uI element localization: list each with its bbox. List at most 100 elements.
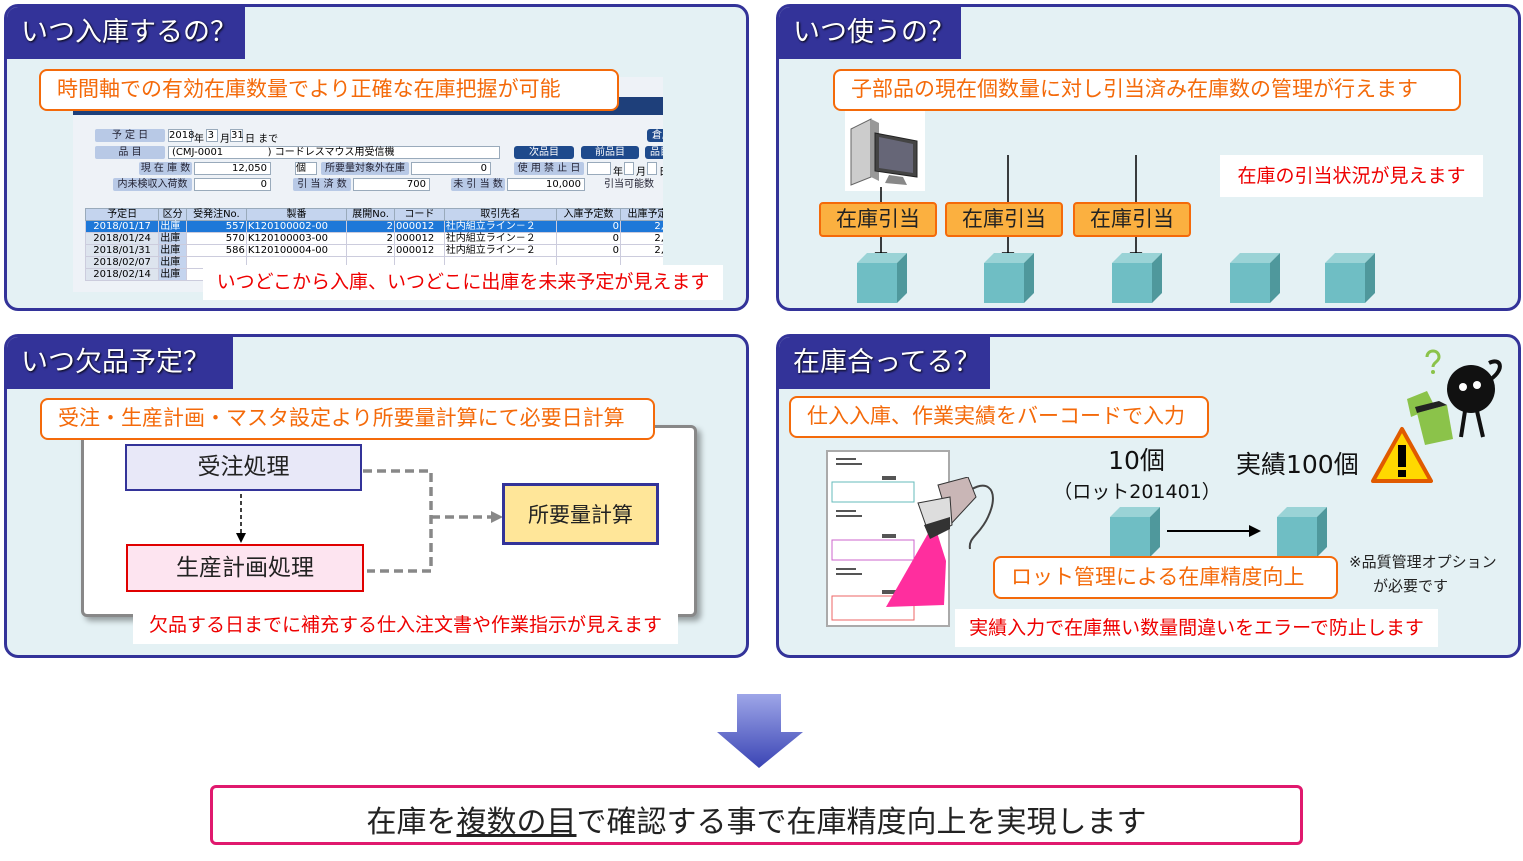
callout-time-axis: 時間軸での有効在庫数量でより正確な在庫把握が可能 xyxy=(39,69,619,111)
conclusion-emphasis: 複数の目 xyxy=(456,805,577,840)
confused-character-icon xyxy=(1407,349,1502,445)
table-cell: 出庫 xyxy=(158,220,187,233)
label: 年 xyxy=(194,134,204,145)
label: 予 定 日 xyxy=(95,129,165,142)
computer-icon xyxy=(845,111,925,191)
callout-requirement: 受注・生産計画・マスタ設定より所要量計算にて必要日計算 xyxy=(40,398,655,440)
warehouse-button[interactable]: 倉庫 xyxy=(647,129,663,142)
label: 年 xyxy=(613,167,623,178)
label: 日 まで xyxy=(245,134,279,145)
quantity-label: 10個 xyxy=(1108,446,1165,475)
column-header: 出庫予定数 xyxy=(619,208,663,221)
panel-title: いつ欠品予定？ xyxy=(7,337,233,389)
label: 内未検収入荷数 xyxy=(113,178,192,191)
table-cell: 2,000 xyxy=(619,232,663,245)
disabled-month-field[interactable] xyxy=(624,162,634,175)
label: 所要量対象外在庫 xyxy=(321,162,409,175)
allocation-box: 在庫引当 xyxy=(1073,202,1191,237)
inventory-cube xyxy=(1230,253,1280,263)
callout-barcode: 仕入入庫、作業実績をバーコードで入力 xyxy=(789,396,1209,438)
allocated-field: 700 xyxy=(353,178,430,191)
panel-title: いつ入庫するの？ xyxy=(7,7,245,59)
inventory-cube xyxy=(1152,253,1162,303)
month-field[interactable]: 3 xyxy=(206,129,218,142)
table-cell: 2018/01/24 xyxy=(84,232,160,245)
callout-lot-management: ロット管理による在庫精度向上 xyxy=(993,556,1338,599)
table-cell: 2018/02/14 xyxy=(84,268,160,281)
label: 月 xyxy=(220,134,230,145)
option-note-line2: が必要です xyxy=(1373,577,1449,595)
inventory-cube xyxy=(1277,517,1317,557)
label: 未 引 当 数 xyxy=(451,178,505,191)
table-cell: 000012 xyxy=(394,244,445,257)
column-header: 受発注No. xyxy=(185,208,247,221)
allocation-box: 在庫引当 xyxy=(945,202,1063,237)
caption-error-prevention: 実績入力で在庫無い数量間違いをエラーで防止します xyxy=(955,609,1438,647)
table-cell: 出庫 xyxy=(158,268,187,281)
caption-allocation-status: 在庫の引当状況が見えます xyxy=(1220,155,1483,197)
column-header: 入庫予定数 xyxy=(556,208,621,221)
inventory-cube xyxy=(1150,507,1160,557)
table-cell: 2 xyxy=(346,244,396,257)
table-header: 予定日 区分 受発注No. 製番 展開No. コード 取引先名 入庫予定数 出庫… xyxy=(84,208,663,221)
excluded-stock-field: 0 xyxy=(411,162,491,175)
table-cell: 2018/02/07 xyxy=(84,256,160,269)
day-field[interactable]: 31 xyxy=(230,129,244,142)
table-cell: 2018/01/17 xyxy=(84,220,160,233)
option-note-line1: ※品質管理オプション xyxy=(1349,553,1497,571)
column-header: 製番 xyxy=(245,208,348,221)
inventory-cube xyxy=(1110,507,1160,517)
panel-stock-accuracy: 在庫合ってる？ 仕入入庫、作業実績をバーコードで入力 10個 （ロット20140… xyxy=(776,334,1521,658)
year-field[interactable]: 2018 xyxy=(168,129,195,142)
panel-when-shortage: いつ欠品予定？ 受注処理 生産計画処理 所要量計算 受注・生産計画・マスタ設定よ… xyxy=(4,334,749,658)
table-cell: 社内組立ライン－２ xyxy=(443,244,558,257)
panel-title: いつ使うの？ xyxy=(779,7,961,59)
column-header: 区分 xyxy=(158,208,187,221)
conclusion-text: 在庫を xyxy=(366,805,457,840)
column-header: コード xyxy=(394,208,445,221)
down-arrow-icon xyxy=(717,694,803,768)
inventory-cube xyxy=(1277,507,1327,517)
table-cell: 2018/01/31 xyxy=(84,244,160,257)
lot-label: （ロット201401） xyxy=(1053,481,1221,503)
item-field[interactable]: (CMJ-0001 ) コードレスマウス用受信機 xyxy=(168,146,500,159)
inventory-cube xyxy=(1112,253,1162,263)
table-cell: 2,000 xyxy=(619,220,663,233)
inventory-cube xyxy=(1325,263,1365,303)
warning-icon xyxy=(1371,427,1433,483)
table-cell: 000012 xyxy=(394,220,445,233)
table-cell: 社内組立ライン－２ xyxy=(443,232,558,245)
table-cell: 0 xyxy=(556,244,621,257)
next-item-button[interactable]: 次品目 xyxy=(514,146,574,159)
allocation-box: 在庫引当 xyxy=(819,202,937,237)
production-plan-box: 生産計画処理 xyxy=(126,544,364,592)
column-header: 展開No. xyxy=(346,208,396,221)
disabled-day-field[interactable] xyxy=(647,162,657,175)
column-header: 取引先名 xyxy=(443,208,558,221)
uninspected-field: 0 xyxy=(194,178,271,191)
disabled-year-field[interactable] xyxy=(587,162,611,175)
table-cell: 0 xyxy=(556,232,621,245)
table-cell: 出庫 xyxy=(158,256,187,269)
label: 品 目 xyxy=(95,146,165,159)
inventory-cube xyxy=(1230,263,1270,303)
unallocated-field: 10,000 xyxy=(507,178,585,191)
inventory-cube xyxy=(897,253,907,303)
label: 引当可能数 xyxy=(604,179,654,190)
table-cell: 570 xyxy=(185,232,247,245)
label: 月 xyxy=(636,167,646,178)
current-stock-field: 12,050 xyxy=(194,162,271,175)
barcode-scanner-icon xyxy=(886,477,994,607)
table-cell: 出庫 xyxy=(158,232,187,245)
conclusion-text: で確認する事で在庫精度向上を実現します xyxy=(576,805,1147,840)
item-button[interactable]: 品目 xyxy=(645,146,663,159)
label: 現 在 庫 数 xyxy=(139,162,192,175)
prev-item-button[interactable]: 前品目 xyxy=(581,146,639,159)
panel-when-used: いつ使うの？ 子部品の現在個数量に対し引当済み在庫数の管理が行えます 在庫の引当… xyxy=(776,4,1521,311)
panel-title: 在庫合ってる？ xyxy=(779,337,990,389)
column-header: 予定日 xyxy=(84,208,160,221)
actual-label: 実績100個 xyxy=(1236,450,1359,479)
